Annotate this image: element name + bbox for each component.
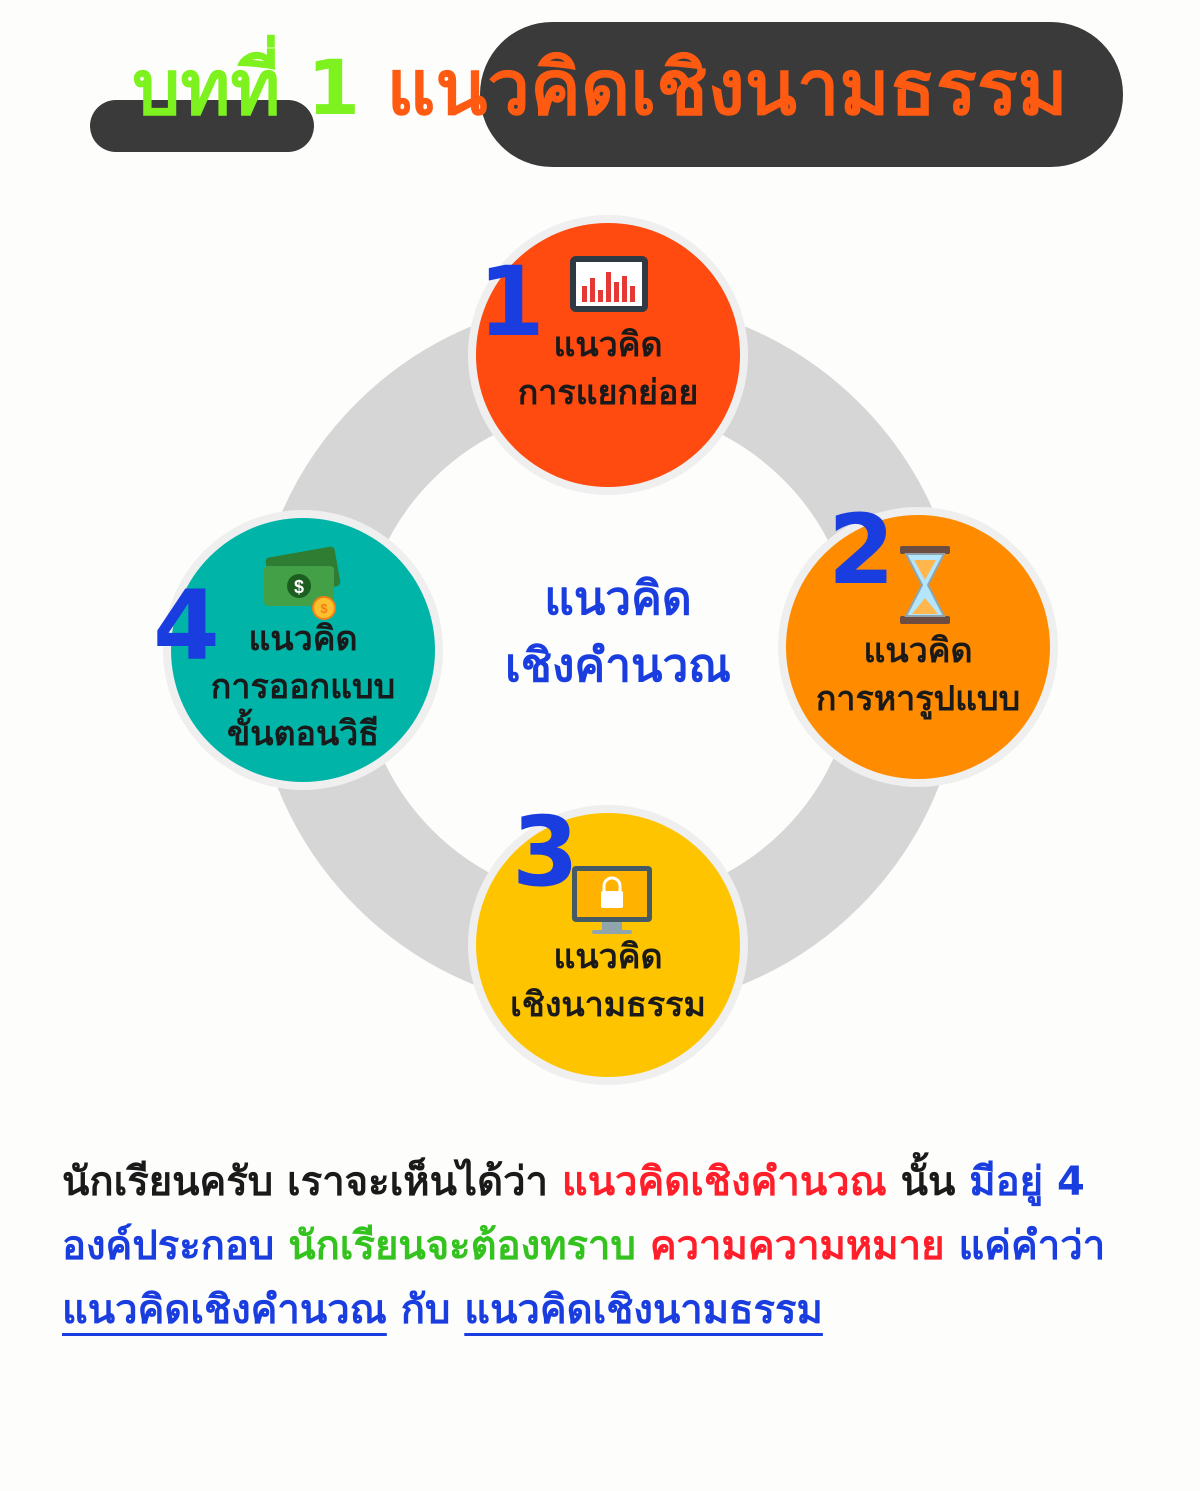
- explanation-paragraph: นักเรียนครับ เราจะเห็นได้ว่า แนวคิดเชิงค…: [62, 1150, 1152, 1342]
- node-3-line1: แนวคิด: [553, 937, 663, 977]
- node-4-line3: ขั้นตอนวิธี: [226, 714, 380, 755]
- node-3-line2: เชิงนามธรรม: [510, 984, 706, 1025]
- para-and: กับ: [386, 1287, 465, 1333]
- svg-text:$: $: [294, 577, 304, 597]
- money-cash-icon: $ $: [264, 546, 341, 620]
- center-line1: แนวคิด: [544, 571, 692, 625]
- center-label: แนวคิด เชิงคำนวณ: [468, 565, 768, 698]
- node-3-number: 3: [512, 796, 579, 908]
- node-1-line2: การแยกย่อย: [517, 372, 699, 413]
- svg-text:$: $: [320, 601, 328, 616]
- title-chapter: บทที่ 1: [132, 43, 360, 132]
- title-banner: บทที่ 1 แนวคิดเชิงนามธรรม: [0, 0, 1200, 190]
- para-meaning: ความความหมาย: [649, 1223, 945, 1269]
- para-ct-link: แนวคิดเชิงคำนวณ: [62, 1287, 387, 1333]
- para-abstraction-link: แนวคิดเชิงนามธรรม: [464, 1287, 823, 1333]
- node-2-number: 2: [828, 494, 895, 606]
- node-2-line2: การหารูปแบบ: [815, 678, 1021, 719]
- node-2-label: แนวคิด การหารูปแบบ: [788, 628, 1048, 723]
- para-intro: นักเรียนครับ เราจะเห็นได้ว่า: [62, 1159, 562, 1205]
- para-just-words: แค่คำว่า: [944, 1223, 1106, 1269]
- node-circle-3: [468, 805, 748, 1085]
- para-must-know: นักเรียนจะต้องทราบ: [274, 1223, 650, 1269]
- node-1-number: 1: [478, 246, 545, 358]
- node-circle-1: [468, 215, 748, 495]
- page-title: บทที่ 1 แนวคิดเชิงนามธรรม: [0, 48, 1200, 128]
- node-4-label: แนวคิด การออกแบบ ขั้นตอนวิธี: [173, 616, 433, 759]
- node-3-label: แนวคิด เชิงนามธรรม: [478, 934, 738, 1029]
- node-circle-4: [163, 510, 443, 790]
- para-ct-term: แนวคิดเชิงคำนวณ: [561, 1159, 887, 1205]
- node-1-line1: แนวคิด: [553, 325, 663, 365]
- node-4-line2: การออกแบบ: [210, 666, 396, 707]
- title-pill-right: [480, 22, 1123, 167]
- computational-thinking-diagram: $ $ 1 2 3 4 แนวคิด การแยกย่อย แนวคิด การ…: [0, 210, 1200, 1090]
- node-4-line1: แนวคิด: [248, 619, 358, 659]
- para-that: นั้น: [886, 1159, 970, 1205]
- para-four-components: มีอยู่ 4 องค์ประกอบ: [62, 1159, 1085, 1269]
- node-2-line1: แนวคิด: [863, 631, 973, 671]
- node-4-number: 4: [153, 570, 220, 682]
- title-pill-left: [90, 100, 314, 152]
- diagram-graphics: $ $: [163, 215, 1058, 1085]
- center-line2: เชิงคำนวณ: [505, 637, 731, 692]
- hourglass-icon: [900, 546, 950, 624]
- title-topic: แนวคิดเชิงนามธรรม: [386, 43, 1068, 132]
- node-1-label: แนวคิด การแยกย่อย: [478, 322, 738, 417]
- node-circle-2: [778, 507, 1058, 787]
- bar-chart-tablet-icon: [570, 256, 648, 312]
- monitor-lock-icon: [572, 866, 652, 934]
